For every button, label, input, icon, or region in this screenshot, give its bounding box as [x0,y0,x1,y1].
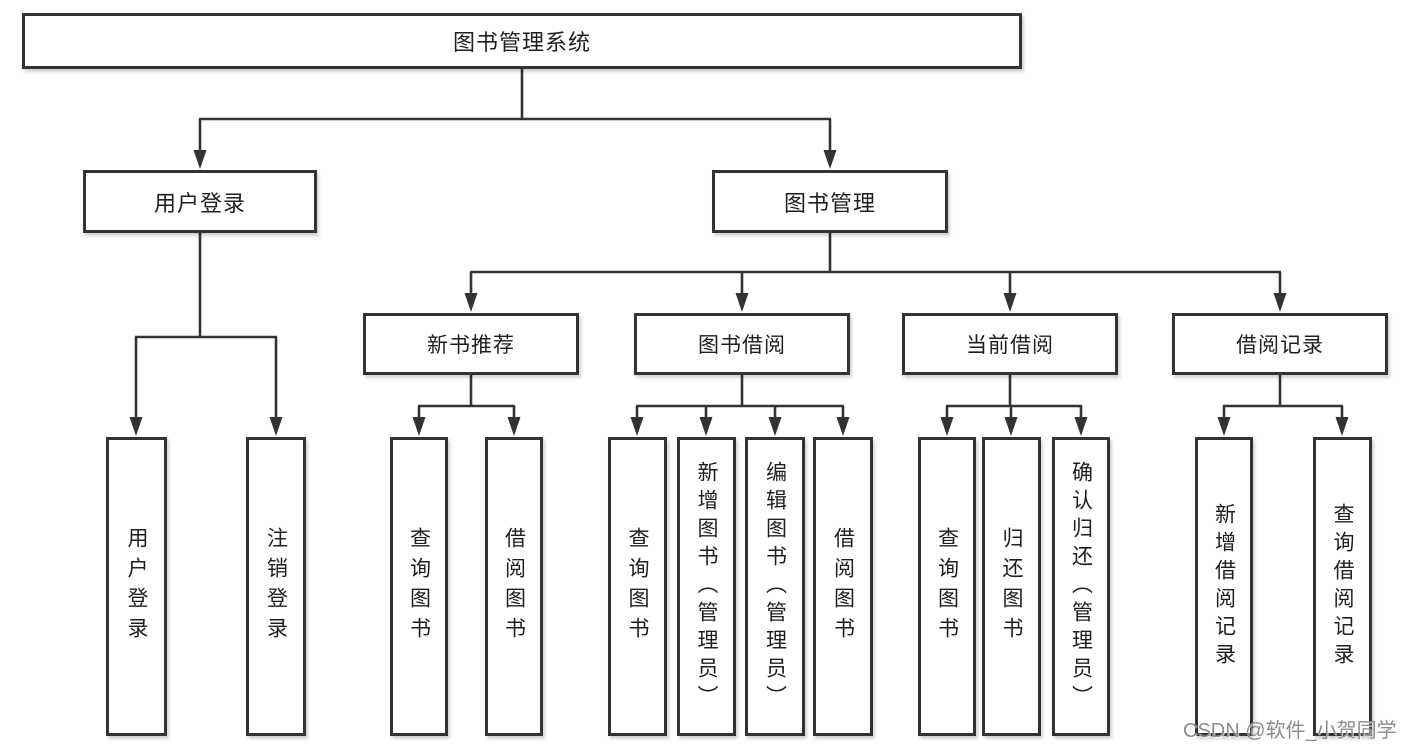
leaf-query-books-recommend: 查询图书 [390,437,448,736]
node-label: 新增图书（管理员） [695,460,718,713]
node-label: 用户登录 [125,526,148,647]
node-label: 查询图书 [407,526,431,647]
leaf-borrow-books: 借阅图书 [813,437,873,736]
leaf-return-books: 归还图书 [982,437,1041,736]
leaf-logout: 注销登录 [246,437,306,736]
leaf-add-books-admin: 新增图书（管理员） [677,437,736,736]
node-book-management: 图书管理 [712,170,948,233]
node-current-borrow: 当前借阅 [902,313,1118,375]
node-book-borrow: 图书借阅 [634,313,850,375]
node-label: 查询图书 [626,526,649,647]
node-label: 确认归还（管理员） [1069,460,1093,713]
leaf-query-books-current: 查询图书 [918,437,976,736]
connector-book-management-to-level3 [464,233,1287,312]
node-label: 图书借阅 [698,334,786,357]
leaf-query-books-borrow: 查询图书 [608,437,667,736]
leaf-user-login: 用户登录 [106,437,167,736]
node-label: 注销登录 [264,526,288,647]
csdn-watermark: CSDN @软件_小贺同学 [1183,720,1397,742]
connector-book-borrow-to-leaves [630,375,850,436]
node-label: 当前借阅 [966,334,1054,357]
connector-new-book-recommend-to-leaves [412,375,521,436]
node-label: 编辑图书（管理员） [763,460,787,713]
connector-current-borrow-to-leaves [940,375,1088,436]
leaf-edit-books-admin: 编辑图书（管理员） [745,437,805,736]
node-label: 借阅图书 [502,526,526,647]
node-user-login: 用户登录 [83,170,317,233]
connector-user-login-to-leaves [129,233,283,436]
node-label: 图书管理 [783,190,876,216]
leaf-borrow-books-recommend: 借阅图书 [485,437,543,736]
leaf-confirm-return-admin: 确认归还（管理员） [1052,437,1110,736]
node-label: 归还图书 [1000,526,1023,647]
node-label: 借阅图书 [831,526,855,647]
leaf-add-borrow-record: 新增借阅记录 [1195,437,1253,736]
leaf-query-borrow-record: 查询借阅记录 [1313,437,1372,736]
node-borrow-records: 借阅记录 [1172,313,1388,375]
node-label: 查询借阅记录 [1331,502,1354,671]
node-label: 新增借阅记录 [1212,502,1236,671]
node-label: 查询图书 [935,526,959,647]
node-label: 新书推荐 [427,334,515,357]
node-label: 借阅记录 [1236,334,1324,357]
node-label: 用户登录 [153,190,246,216]
node-label: 图书管理系统 [452,30,591,55]
connector-root-to-level2 [193,68,837,169]
connector-borrow-records-to-leaves [1217,375,1349,436]
node-library-management-system: 图书管理系统 [22,13,1022,69]
node-new-book-recommend: 新书推荐 [363,313,579,375]
